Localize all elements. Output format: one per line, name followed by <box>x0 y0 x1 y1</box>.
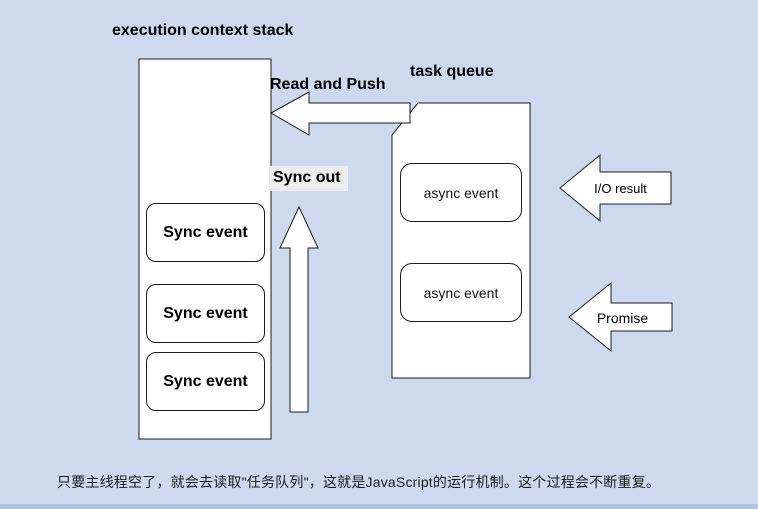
async-event-label: async event <box>423 284 499 301</box>
diagram-caption: 只要主线程空了，就会去读取"任务队列"，这就是JavaScript的运行机制。这… <box>57 474 661 490</box>
stack-title: execution context stack <box>112 22 294 39</box>
sync-event-box: Sync event <box>146 203 265 262</box>
task-queue-container <box>391 102 531 379</box>
bottom-edge-strip <box>0 504 758 509</box>
io-result-arrow <box>559 153 672 223</box>
async-event-label: async event <box>423 184 499 201</box>
sync-out-arrow <box>279 205 319 413</box>
async-event-box: async event <box>400 263 522 322</box>
sync-event-box: Sync event <box>146 352 265 411</box>
read-and-push-label: Read and Push <box>270 76 386 93</box>
async-event-box: async event <box>400 163 522 222</box>
sync-event-label: Sync event <box>163 304 248 322</box>
sync-event-label: Sync event <box>163 223 248 241</box>
sync-event-label: Sync event <box>163 372 248 390</box>
io-result-label: I/O result <box>594 181 647 196</box>
sync-out-label: Sync out <box>269 166 348 191</box>
promise-arrow <box>568 281 673 353</box>
sync-event-box: Sync event <box>146 284 265 343</box>
promise-label: Promise <box>596 309 649 326</box>
queue-title: task queue <box>410 63 494 80</box>
read-and-push-arrow <box>269 91 411 136</box>
